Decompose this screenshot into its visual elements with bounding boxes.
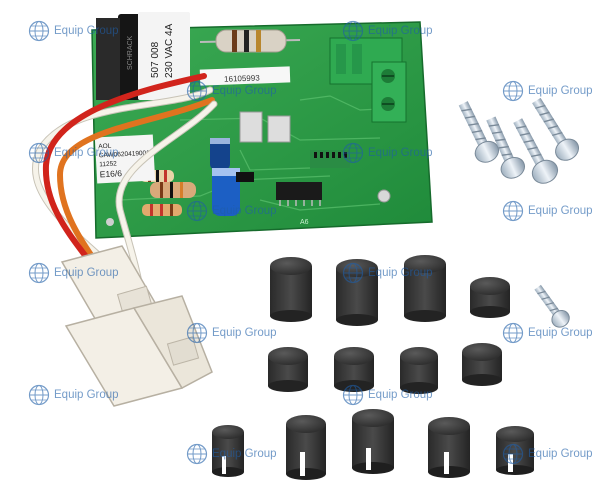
circuit-board: 507 008 230 VAC 4A SCHRACK 16105993 [91,12,433,239]
capacitor-small [210,138,230,170]
rubber-plug [400,347,438,394]
mounting-hole [106,218,114,226]
rubber-plug [270,257,312,322]
slotted-plug [496,426,534,475]
transistor [236,172,254,182]
rubber-plug [462,343,502,386]
smd-array [310,150,350,168]
rubber-plug [404,255,446,322]
screw [486,116,526,179]
screw-set [458,97,580,328]
resistor [142,204,182,216]
mounting-hole [377,189,391,203]
crystal [267,115,291,143]
label-line-4: E16/6 [100,168,123,179]
rubber-plug [268,347,308,392]
rubber-plug-set [212,255,534,480]
ic-chip [276,182,322,206]
slotted-plug [352,409,394,474]
relay-rating-text: 230 VAC 4A [164,23,175,78]
screw [458,101,500,163]
board-label: AOL CAW0620419001L 11252 E16/6 [94,134,156,184]
label-line-2: CAW0620419001L [99,149,154,159]
silk-text: A6 [300,219,309,226]
rubber-plug [334,347,374,392]
screw [532,97,580,161]
relay-side-text: SCHRACK [127,35,134,70]
resistor [150,182,196,198]
serial-sticker: 16105993 [199,66,291,86]
rubber-plug [470,277,510,318]
label-line-1: AOL [98,143,112,151]
rubber-plug [336,259,378,326]
slotted-plug [428,417,470,478]
label-line-3: 11252 [99,160,117,168]
terminal-block [329,37,407,123]
relay-code-text: 507 008 [150,41,161,78]
screw [513,118,559,184]
power-resistor [199,29,301,53]
screw [534,284,570,328]
slotted-plug [212,425,244,477]
sticker-id-text: 16105993 [224,73,260,83]
relay: 507 008 230 VAC 4A SCHRACK [96,12,190,100]
crystal [239,111,263,143]
capacitor-large [212,168,240,216]
slotted-plug [286,415,326,480]
wire-connector-lower [64,295,213,407]
